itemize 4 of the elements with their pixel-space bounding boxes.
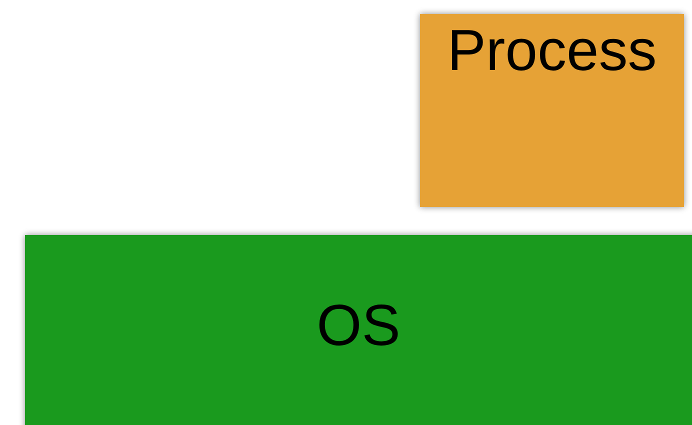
- node-label: Process: [447, 22, 657, 80]
- process-box: [420, 14, 684, 207]
- node-label: OS: [316, 297, 400, 355]
- os-box: [25, 235, 692, 425]
